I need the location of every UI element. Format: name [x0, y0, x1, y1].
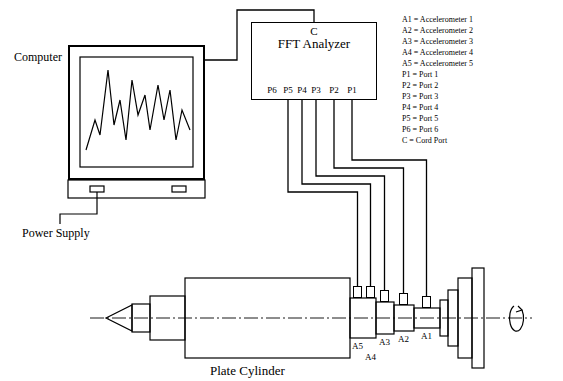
part-name: Plate Cylinder	[210, 364, 285, 378]
power-lead	[60, 192, 97, 224]
rotation-arrowhead	[516, 306, 522, 312]
computer-monitor: Computer	[68, 45, 205, 180]
monitor-base	[68, 180, 205, 198]
accelerometer-tag: A5	[351, 342, 364, 352]
data-connector	[172, 186, 186, 192]
key-entry: A2 = Accelerometer 2	[402, 27, 473, 36]
key-entry: A3 = Accelerometer 3	[402, 38, 473, 47]
signal-cable	[334, 100, 404, 293]
signal-cable	[316, 100, 385, 290]
port-label: P2	[329, 86, 339, 96]
center-line	[90, 318, 532, 319]
key-entry: P1 = Port 1	[402, 71, 438, 80]
monitor-screen	[80, 57, 193, 167]
key-entry: P2 = Port 2	[402, 82, 438, 91]
port-label: P4	[297, 86, 307, 96]
spectrum-trace	[86, 70, 190, 150]
key-entry: P3 = Port 3	[402, 93, 438, 102]
key-entry: A4 = Accelerometer 4	[402, 49, 473, 58]
accelerometer: A2	[399, 293, 408, 305]
accelerometer: A4	[366, 286, 375, 298]
accelerometer: A3	[380, 290, 389, 302]
key-entry: P4 = Port 4	[402, 104, 438, 113]
key-entry: C = Cord Port	[402, 137, 447, 146]
accelerometer: A5	[353, 286, 362, 298]
accelerometer-tag: A3	[378, 338, 391, 348]
port-label: P6	[267, 86, 277, 96]
accelerometer-tag: A4	[364, 353, 377, 363]
accelerometer-tag: A2	[397, 335, 410, 345]
key-entry: P6 = Port 6	[402, 126, 438, 135]
rotation-arrow	[510, 306, 524, 331]
signal-cable	[302, 100, 371, 286]
key-entry: P5 = Port 5	[402, 115, 438, 124]
accelerometer-tag: A1	[420, 332, 433, 342]
power-supply-label: Power Supply	[22, 227, 90, 240]
signal-cable	[288, 100, 358, 286]
computer-label: Computer	[14, 51, 62, 64]
power-connector	[90, 186, 104, 192]
cord-port-label: C	[252, 25, 376, 37]
key-entry: A1 = Accelerometer 1	[402, 16, 473, 25]
key-entry: A5 = Accelerometer 5	[402, 60, 473, 69]
port-label: P5	[283, 86, 293, 96]
accelerometer: A1	[422, 296, 431, 308]
port-label: P1	[347, 86, 357, 96]
analyzer-name: FFT Analyzer	[252, 37, 376, 51]
port-label: P3	[311, 86, 321, 96]
